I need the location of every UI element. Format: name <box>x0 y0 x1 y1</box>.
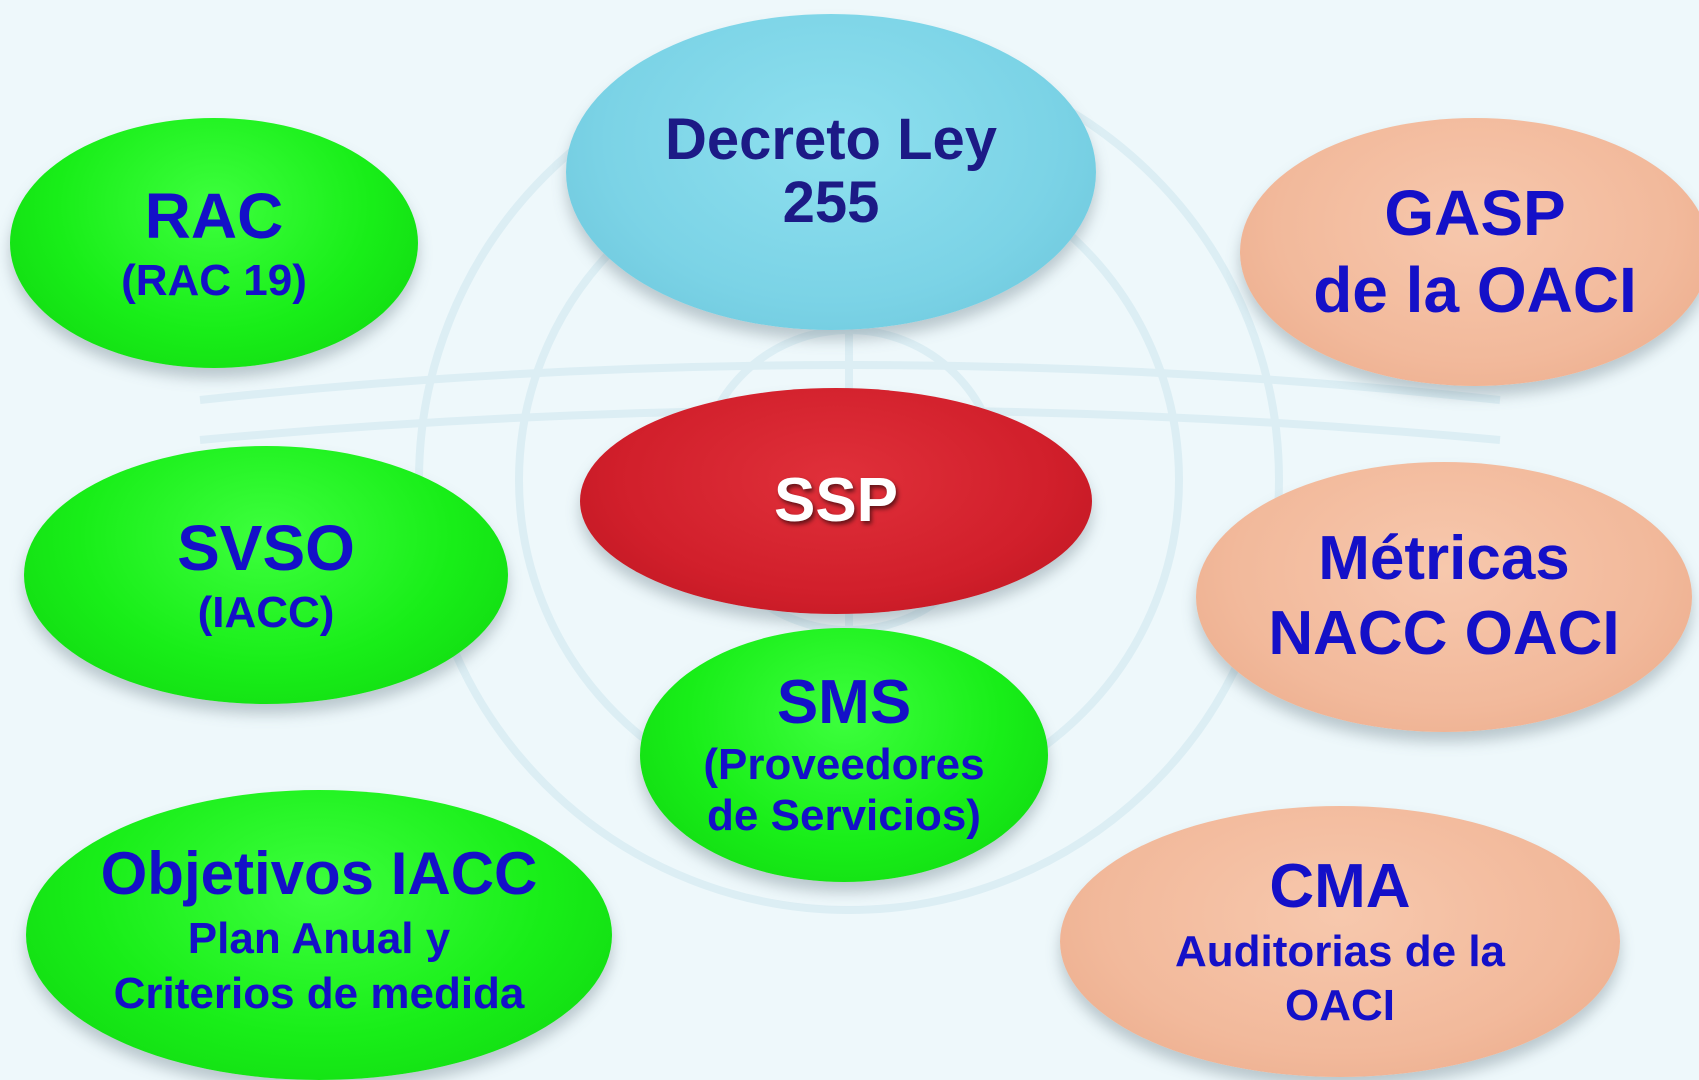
decreto-ley-line-1: Decreto Ley <box>664 107 998 173</box>
gasp-line-2: de la OACI <box>1313 254 1637 326</box>
decreto-ley-line-2: 255 <box>782 170 880 235</box>
sms-title: SMS <box>776 668 912 737</box>
sms-bubble: SMS (Proveedores de Servicios) <box>640 628 1048 882</box>
rac-subtitle: (RAC 19) <box>121 255 307 305</box>
ssp-bubble: SSP <box>580 388 1092 614</box>
ssp-title: SSP <box>773 465 899 535</box>
objetivos-subtitle-line-2: Criterios de medida <box>113 969 525 1019</box>
sms-subtitle-line-2: de Servicios) <box>707 791 981 841</box>
cma-subtitle-line-1: Auditorias de la <box>1174 927 1506 977</box>
metricas-line-1: Métricas <box>1318 524 1570 594</box>
gasp-line-1: GASP <box>1384 176 1566 249</box>
cma-title: CMA <box>1269 851 1411 921</box>
cma-bubble: CMA Auditorias de la OACI <box>1060 806 1620 1077</box>
svso-bubble: SVSO (IACC) <box>24 446 508 704</box>
decreto-ley-bubble: Decreto Ley 255 <box>566 14 1096 330</box>
rac-bubble: RAC (RAC 19) <box>10 118 418 368</box>
svso-title: SVSO <box>177 511 355 584</box>
metricas-bubble: Métricas NACC OACI <box>1196 462 1692 732</box>
rac-title: RAC <box>144 179 284 252</box>
objetivos-subtitle-line-1: Plan Anual y <box>187 913 451 963</box>
objetivos-iacc-bubble: Objetivos IACC Plan Anual y Criterios de… <box>26 790 612 1080</box>
gasp-bubble: GASP de la OACI <box>1240 118 1699 386</box>
sms-subtitle-line-1: (Proveedores <box>703 739 985 789</box>
svso-subtitle: (IACC) <box>197 587 335 637</box>
objetivos-title: Objetivos IACC <box>100 840 538 908</box>
metricas-line-2: NACC OACI <box>1268 599 1620 668</box>
cma-subtitle-line-2: OACI <box>1285 980 1395 1030</box>
